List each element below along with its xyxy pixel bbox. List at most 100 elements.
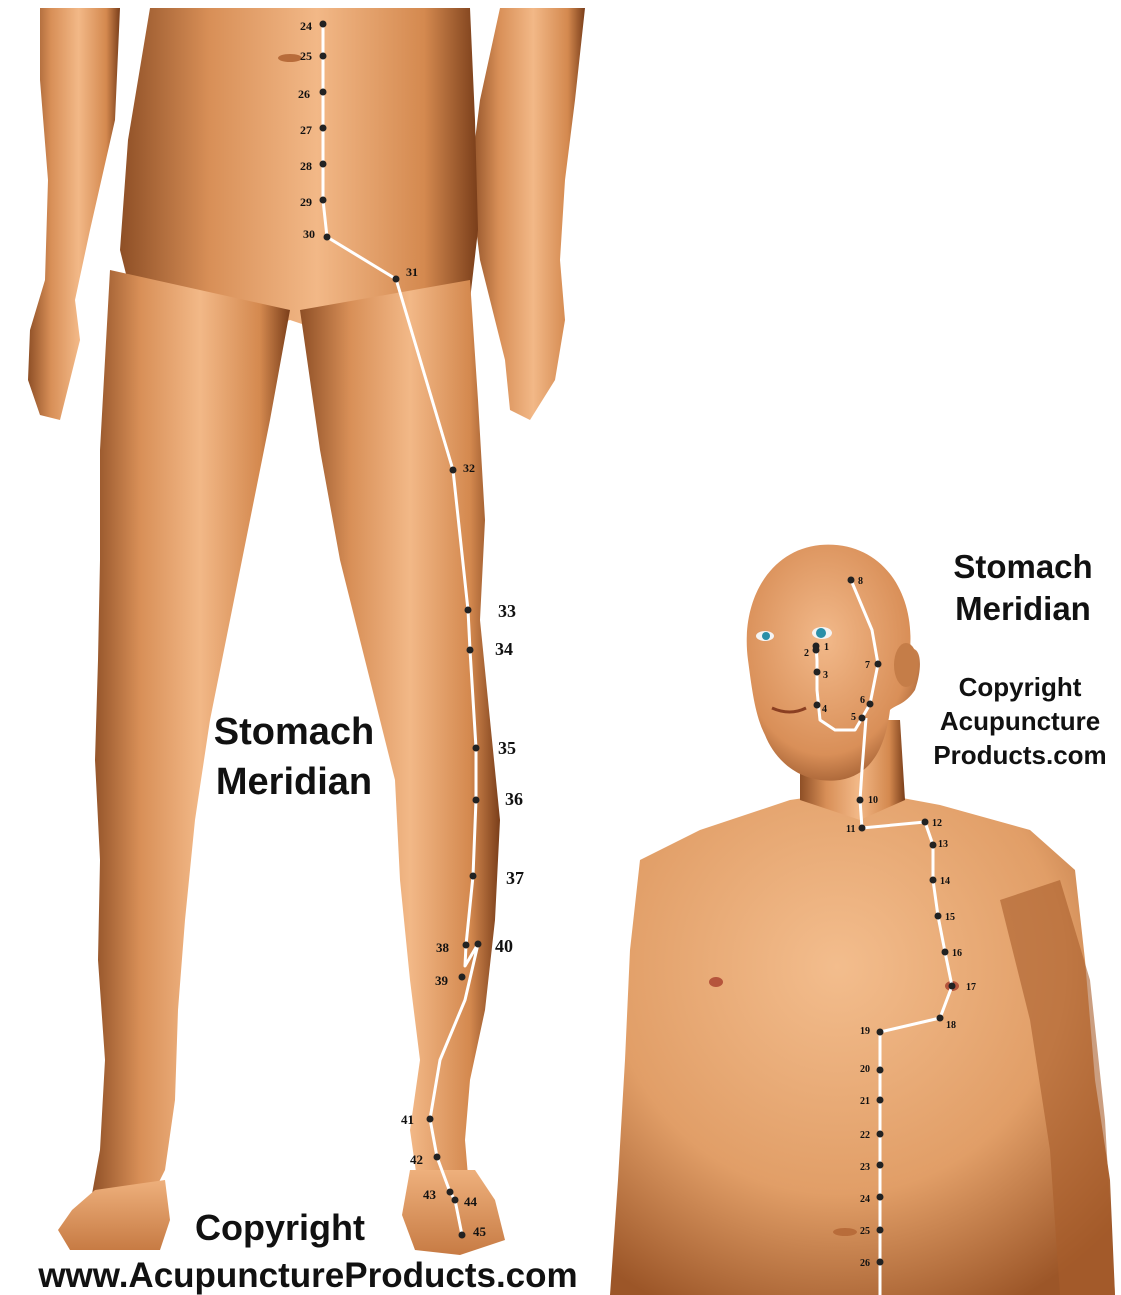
leg-point-label-33: 33 (498, 601, 516, 621)
leg-point-label-24: 24 (300, 19, 312, 33)
torso-point-label-20: 20 (860, 1064, 870, 1075)
leg-point-dot-35 (473, 745, 480, 752)
leg-point-dot-41 (427, 1116, 434, 1123)
leg-point-dot-24 (320, 21, 327, 28)
torso-point-dot-8 (848, 577, 855, 584)
leg-point-dot-33 (465, 607, 472, 614)
leg-point-label-38: 38 (436, 940, 450, 955)
leg-point-dot-34 (467, 647, 474, 654)
left-iris (762, 632, 770, 640)
ear (894, 643, 918, 687)
leg-point-dot-32 (450, 467, 457, 474)
torso-point-label-24: 24 (860, 1194, 870, 1205)
torso-point-label-23: 23 (860, 1162, 870, 1173)
torso-navel (833, 1228, 857, 1236)
leg-point-label-29: 29 (300, 195, 312, 209)
leg-point-label-27: 27 (300, 123, 312, 137)
leg-point-dot-39 (459, 974, 466, 981)
torso-point-label-15: 15 (945, 912, 955, 923)
leg-point-dot-28 (320, 161, 327, 168)
leg-point-label-44: 44 (464, 1194, 478, 1209)
torso-point-dot-25 (877, 1227, 884, 1234)
leg-point-dot-25 (320, 53, 327, 60)
right-copyright-line2: Acupuncture (940, 706, 1100, 736)
torso-point-dot-7 (875, 661, 882, 668)
leg-point-label-41: 41 (401, 1112, 414, 1127)
torso-point-label-14: 14 (940, 876, 950, 887)
torso-point-label-2: 2 (804, 648, 809, 659)
torso-point-dot-4 (814, 702, 821, 709)
torso-point-dot-17 (949, 983, 956, 990)
torso-point-label-17: 17 (966, 982, 976, 993)
torso-point-dot-26 (877, 1259, 884, 1266)
torso-point-dot-6 (867, 701, 874, 708)
torso-point-label-5: 5 (851, 712, 856, 723)
leg-point-label-34: 34 (495, 639, 513, 659)
torso-point-dot-24 (877, 1194, 884, 1201)
torso-point-dot-16 (942, 949, 949, 956)
torso-point-label-7: 7 (865, 660, 870, 671)
leg-point-dot-26 (320, 89, 327, 96)
torso-point-dot-15 (935, 913, 942, 920)
leg-point-dot-42 (434, 1154, 441, 1161)
nipple (709, 977, 723, 987)
torso-point-label-6: 6 (860, 695, 865, 706)
leg-point-dot-30 (324, 234, 331, 241)
leg-point-label-35: 35 (498, 738, 516, 758)
leg-point-dot-27 (320, 125, 327, 132)
right-copyright-line3: Products.com (933, 740, 1106, 770)
torso-point-label-21: 21 (860, 1096, 870, 1107)
leg-point-dot-43 (447, 1189, 454, 1196)
torso-point-label-10: 10 (868, 795, 878, 806)
leg-point-label-36: 36 (505, 789, 523, 809)
leg-point-dot-44 (452, 1197, 459, 1204)
leg-point-dot-37 (470, 873, 477, 880)
right-title-line1: Stomach (953, 548, 1092, 585)
navel (278, 54, 302, 62)
leg-point-label-45: 45 (473, 1224, 487, 1239)
torso-point-dot-21 (877, 1097, 884, 1104)
torso-point-label-4: 4 (822, 704, 827, 715)
right-iris (816, 628, 826, 638)
leg-point-label-40: 40 (495, 936, 513, 956)
leg-point-dot-31 (393, 276, 400, 283)
torso-point-dot-20 (877, 1067, 884, 1074)
leg-point-label-42: 42 (410, 1152, 423, 1167)
leg-point-label-43: 43 (423, 1187, 437, 1202)
right-foot (402, 1170, 505, 1255)
torso-point-dot-19 (877, 1029, 884, 1036)
left-title-line2: Meridian (216, 761, 372, 803)
left-copyright-line2: www.AcupunctureProducts.com (37, 1256, 577, 1295)
torso-point-dot-5 (859, 715, 866, 722)
torso-point-dot-10 (857, 797, 864, 804)
torso-point-dot-14 (930, 877, 937, 884)
leg-point-dot-40 (475, 941, 482, 948)
right-title-line2: Meridian (955, 590, 1091, 627)
leg-point-label-30: 30 (303, 227, 315, 241)
left-foot (58, 1180, 170, 1250)
torso-point-dot-18 (937, 1015, 944, 1022)
torso-point-dot-12 (922, 819, 929, 826)
torso-point-label-19: 19 (860, 1026, 870, 1037)
leg-point-dot-36 (473, 797, 480, 804)
leg-point-label-26: 26 (298, 87, 310, 101)
left-title-line1: Stomach (214, 711, 374, 753)
leg-point-label-31: 31 (406, 265, 418, 279)
torso-point-label-11: 11 (846, 824, 855, 835)
leg-point-label-39: 39 (435, 973, 449, 988)
leg-point-dot-45 (459, 1232, 466, 1239)
torso-point-dot-13 (930, 842, 937, 849)
torso-point-label-18: 18 (946, 1020, 956, 1031)
torso-point-dot-2 (813, 647, 820, 654)
torso-point-label-12: 12 (932, 818, 942, 829)
torso-point-dot-11 (859, 825, 866, 832)
leg-point-label-25: 25 (300, 49, 312, 63)
leg-point-dot-38 (463, 942, 470, 949)
torso-point-dot-22 (877, 1131, 884, 1138)
torso-point-label-16: 16 (952, 948, 962, 959)
torso-point-label-25: 25 (860, 1226, 870, 1237)
leg-point-label-37: 37 (506, 868, 524, 888)
right-arm (470, 8, 585, 420)
torso-point-label-13: 13 (938, 839, 948, 850)
